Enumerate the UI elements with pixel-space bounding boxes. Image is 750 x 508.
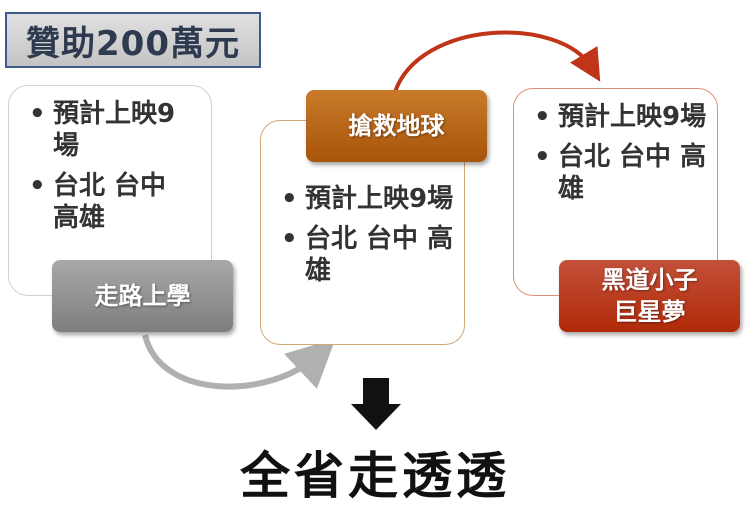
step-label-1: 走路上學 bbox=[52, 260, 233, 332]
curved-arrow-red bbox=[393, 30, 601, 93]
bullet: 預計上映9場 bbox=[29, 98, 201, 162]
down-arrow-icon bbox=[351, 378, 401, 430]
label-line: 巨星夢 bbox=[613, 298, 686, 326]
bullet: 預計上映9場 bbox=[534, 101, 707, 133]
label-line: 黑道小子 bbox=[601, 266, 698, 294]
bullet: 台北 台中 高雄 bbox=[281, 223, 454, 287]
sponsorship-title: 贊助200萬元 bbox=[5, 12, 261, 68]
footer-slogan: 全省走透透 bbox=[240, 447, 510, 505]
step-label-2: 搶救地球 bbox=[306, 90, 487, 162]
bullet: 台北 台中 高雄 bbox=[29, 170, 201, 234]
bullet: 台北 台中 高雄 bbox=[534, 141, 707, 205]
curved-arrow-gray bbox=[142, 334, 336, 390]
bullet: 預計上映9場 bbox=[281, 183, 454, 215]
step-label-3: 黑道小子 巨星夢 bbox=[559, 260, 740, 332]
